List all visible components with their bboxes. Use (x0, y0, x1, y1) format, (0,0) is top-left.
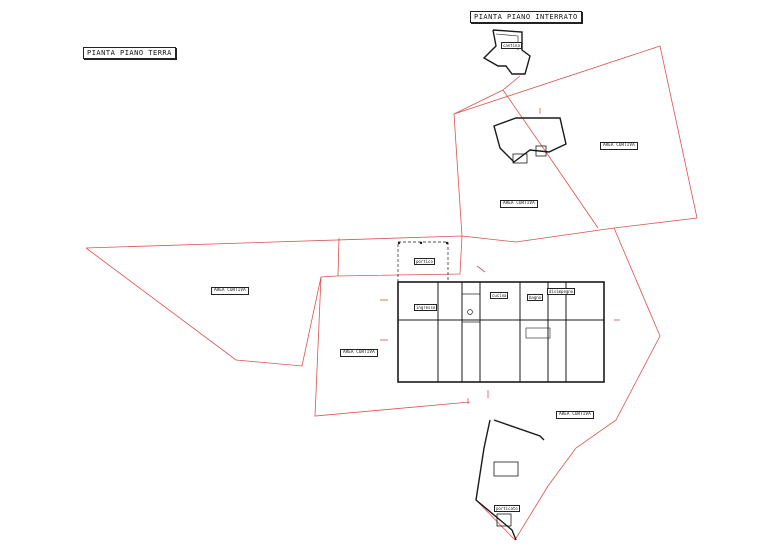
room-label-basement: cantina (501, 42, 522, 49)
boundary-divider (337, 237, 340, 277)
boundary-inner-line-a (502, 89, 547, 153)
lower-porch-walls (475, 419, 545, 541)
property-boundaries (85, 45, 698, 541)
boundary-left-plot (85, 235, 463, 367)
area-label-upper-right: AREA CORTIVA (600, 142, 638, 150)
room-label-portico: portico (414, 258, 435, 265)
boundary-link-b (453, 89, 504, 115)
title-ground-floor: PIANTA PIANO TERRA (83, 47, 176, 59)
boundary-inner-line-b (545, 151, 599, 229)
room-label-cucina: cucina (490, 292, 509, 299)
main-house-walls (397, 281, 605, 383)
dimension-marks (380, 108, 620, 404)
basement-walls (482, 29, 531, 75)
boundary-right-plot (475, 227, 661, 541)
boundary-link (502, 75, 521, 91)
area-label-lower-right: AREA CORTIVA (556, 411, 594, 419)
boundary-center-plot (314, 276, 471, 417)
room-label-disimpegno: disimpegno (547, 288, 576, 295)
portico-outline (397, 241, 449, 283)
area-label-center-left: AREA CORTIVA (340, 349, 378, 357)
room-label-lower-porch: porticato (494, 505, 520, 512)
outbuilding-walls (493, 117, 567, 164)
area-label-left: AREA CORTIVA (211, 287, 249, 295)
portico-columns (397, 241, 449, 245)
title-basement: PIANTA PIANO INTERRATO (470, 11, 582, 23)
area-label-upper-middle: AREA CORTIVA (500, 200, 538, 208)
room-label-bagno: bagno (527, 294, 544, 301)
room-label-ingresso: ingresso (414, 304, 438, 311)
boundary-upper-plot (453, 45, 698, 243)
